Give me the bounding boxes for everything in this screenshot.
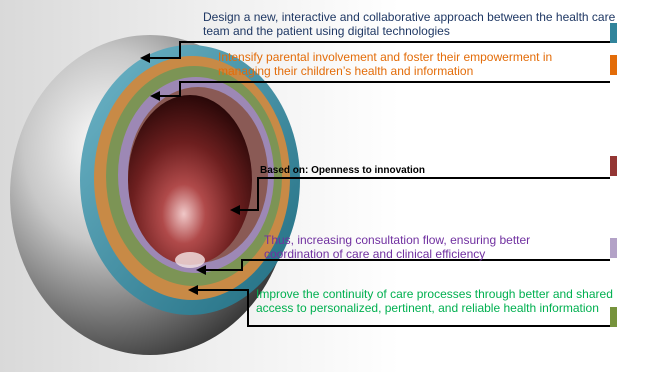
layer-4-text: Thus, increasing consultation flow, ensu…	[264, 233, 531, 261]
bottom-edge	[0, 372, 667, 379]
arrowhead-3	[230, 205, 240, 215]
layer-2-text: Intensify parental involvement and foste…	[218, 50, 553, 78]
connector-lines	[148, 41, 610, 327]
marker-green	[610, 307, 617, 327]
connector-5	[196, 289, 610, 327]
core-highlight	[175, 252, 205, 268]
arrowheads	[140, 53, 240, 295]
layer-3-text: Based on: Openness to innovation	[260, 165, 426, 176]
arrowhead-5	[188, 285, 198, 295]
marker-orange	[610, 55, 617, 75]
arrowhead-2	[150, 91, 160, 101]
layer-5-text: Improve the continuity of care processes…	[256, 287, 613, 315]
arrowhead-1	[140, 53, 150, 63]
marker-teal	[610, 23, 617, 43]
connector-1	[148, 41, 610, 59]
connector-3	[238, 177, 610, 211]
layer-1-text: Design a new, interactive and collaborat…	[203, 10, 616, 38]
connector-2	[158, 81, 610, 97]
marker-red	[610, 156, 617, 176]
arrowhead-4	[196, 265, 206, 275]
marker-lavender	[610, 238, 617, 258]
red-core	[128, 95, 252, 265]
connector-4	[204, 259, 610, 271]
